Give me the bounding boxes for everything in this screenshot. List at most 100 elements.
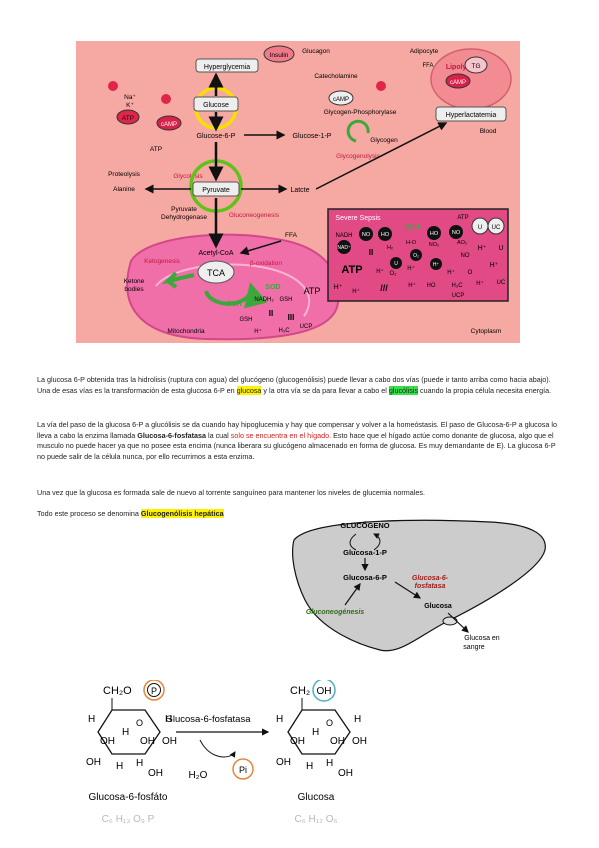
tca-label: TCA [207,268,225,278]
o2-node [410,249,422,261]
p1-text-b: y la otra vía se da para llevar a cabo e… [261,385,389,395]
uc-node-label-1: U [478,225,482,231]
right-h-5: H [326,758,333,769]
paragraph-3: Una vez que la glucosa es formada sale d… [37,488,564,499]
glucosa6p-label: Glucosa-6-P [343,573,387,582]
no-text-sepsis: NO [461,253,470,259]
pyruvate-label: Pyruvate [202,187,230,194]
right-ring-o: O [326,718,333,728]
no-label-1: NO [362,232,371,238]
pi-circle [232,758,254,780]
phosphate-circle [143,680,165,701]
catecholamine-label: Catecholamine [314,73,358,80]
insulin-node [263,45,295,63]
left-h-1: H [88,714,95,725]
na-node [108,81,118,91]
metabolism-diagram: Hyperglycemia Insulin Glucagon Catechola… [76,41,520,343]
adipocyte-label: Adipocyte [410,48,439,55]
glycogen-green-arrow [346,119,370,143]
right-h-2: H [312,727,319,738]
pyruvate-box [192,181,240,197]
gsh-sepsis-label: GSH [404,224,419,231]
left-h-4: H [116,761,123,772]
glucosa-sangre-label-1: Glucosa en [464,635,500,642]
paragraph-4: Todo este proceso se denomina Glucogenól… [37,509,564,520]
h-sepsis-8: H⁺ [352,288,360,295]
h-node-label-sepsis: H⁺ [433,262,440,268]
left-oh-3: OH [162,736,177,747]
camp-label-glycogen: cAMP [333,97,349,103]
liver-diagram: GLUCÓGENO Glucosa-1-P Glucosa-6-P Glucos… [292,519,546,652]
cytoplasm-label: Cytoplasm [471,328,502,335]
acetylcoa-label: Acetyl-CoA [198,250,233,257]
left-h-2: H [122,727,129,738]
sod-label: SOD [265,284,280,291]
ho-dash-sepsis: H-O [406,240,417,246]
left-h-3: H [165,714,172,725]
reaction-diagram: CH₂O P O H H H OH OH OH OH H H OH Glucos… [86,680,367,825]
left-oh-4: OH [86,757,101,768]
left-oh-2: OH [140,736,155,747]
right-oh-3: OH [352,736,367,747]
roman-iii-mito: III [288,313,295,322]
right-formula: C₆ H₁₂ O₆ [294,814,337,825]
enzyme-label: Glucosa-6-fosfatasa [165,714,251,725]
glucose6p-label: Glucose-6-P [197,133,236,140]
ho-label-2: HO [430,231,439,237]
no-node-2 [449,225,463,239]
insulin-label: Insulin [270,52,289,59]
gsh-small-label: GSH [279,297,292,303]
p2-text-b: la cual [205,430,231,440]
p2-red-text: solo se encuentra en el hígado. [230,430,332,440]
glucosa-label: Glucosa [424,603,452,610]
p1-highlight-glucolisis: glucólisis [388,385,419,395]
right-h-3: H [354,714,361,725]
glucose1p-label: Glucose-1-P [293,133,332,140]
p4-text-a: Todo este proceso se denomina [37,509,141,518]
exit-pore [442,616,458,626]
hydroxyl-circle [312,680,336,702]
blood-label: Blood [480,128,497,135]
p4-highlight: Glucogenólisis hepática [140,509,224,518]
h3c-sepsis: H₃C [451,283,463,289]
k-label: K⁺ [126,102,134,109]
p1-text-c: cuando la propia célula necesita energía… [418,385,552,395]
hyperglycemia-label: Hyperglycemia [204,64,250,71]
left-oh-5: OH [148,768,163,779]
pyruvate-dehydrogenase-label-1: Pyruvate [171,206,197,213]
ketone-label-2: bodies [124,286,144,293]
roman-ii-sepsis: II [369,248,373,257]
mitochondria-label: Mitochondria [167,328,205,335]
h2o-label: H₂O [189,770,208,781]
arrow-glucosa-sangre [447,612,469,633]
hyperglycemia-box [195,58,259,73]
ho-node-1 [378,227,392,241]
phosphate-label: P [151,686,157,696]
left-ring [97,709,161,755]
left-name: Glucosa-6-fosfáto [89,792,168,803]
arrow-gluconeo-g6p [344,583,361,606]
h-sepsis-4: H⁺ [407,265,415,272]
uc-sepsis-text: UC [497,280,506,286]
hyperlactatemia-box [435,106,507,122]
gsh-label-mito: GSH [226,301,241,308]
ho-label-1: HO [381,232,390,238]
p2-enzyme: Glucosa-6-fosfatasa [137,430,206,440]
left-oh-1: OH [100,736,115,747]
right-oh-5: OH [338,768,353,779]
camp-node-left [156,115,182,131]
pyruvate-dehydrogenase-label-2: Dehydrogenase [161,214,207,221]
uc-node-2 [487,217,505,235]
ketone-label-1: Ketone [124,278,145,285]
glucose-box [193,96,239,112]
h-sepsis-6: H⁺ [476,280,484,287]
nad-label: NAD⁺ [337,245,351,251]
glycogen-label: Glycogen [370,137,398,144]
arrow-lactate-blood [315,122,448,190]
hydroxyl-label: OH [317,686,332,697]
o2-sepsis: O₂ [390,271,398,277]
lactate-label: Latcte [290,187,309,194]
right-ch2: CH₂ [290,685,310,697]
camp-label-adipocyte: cAMP [450,80,466,86]
right-h-1: H [276,714,283,725]
